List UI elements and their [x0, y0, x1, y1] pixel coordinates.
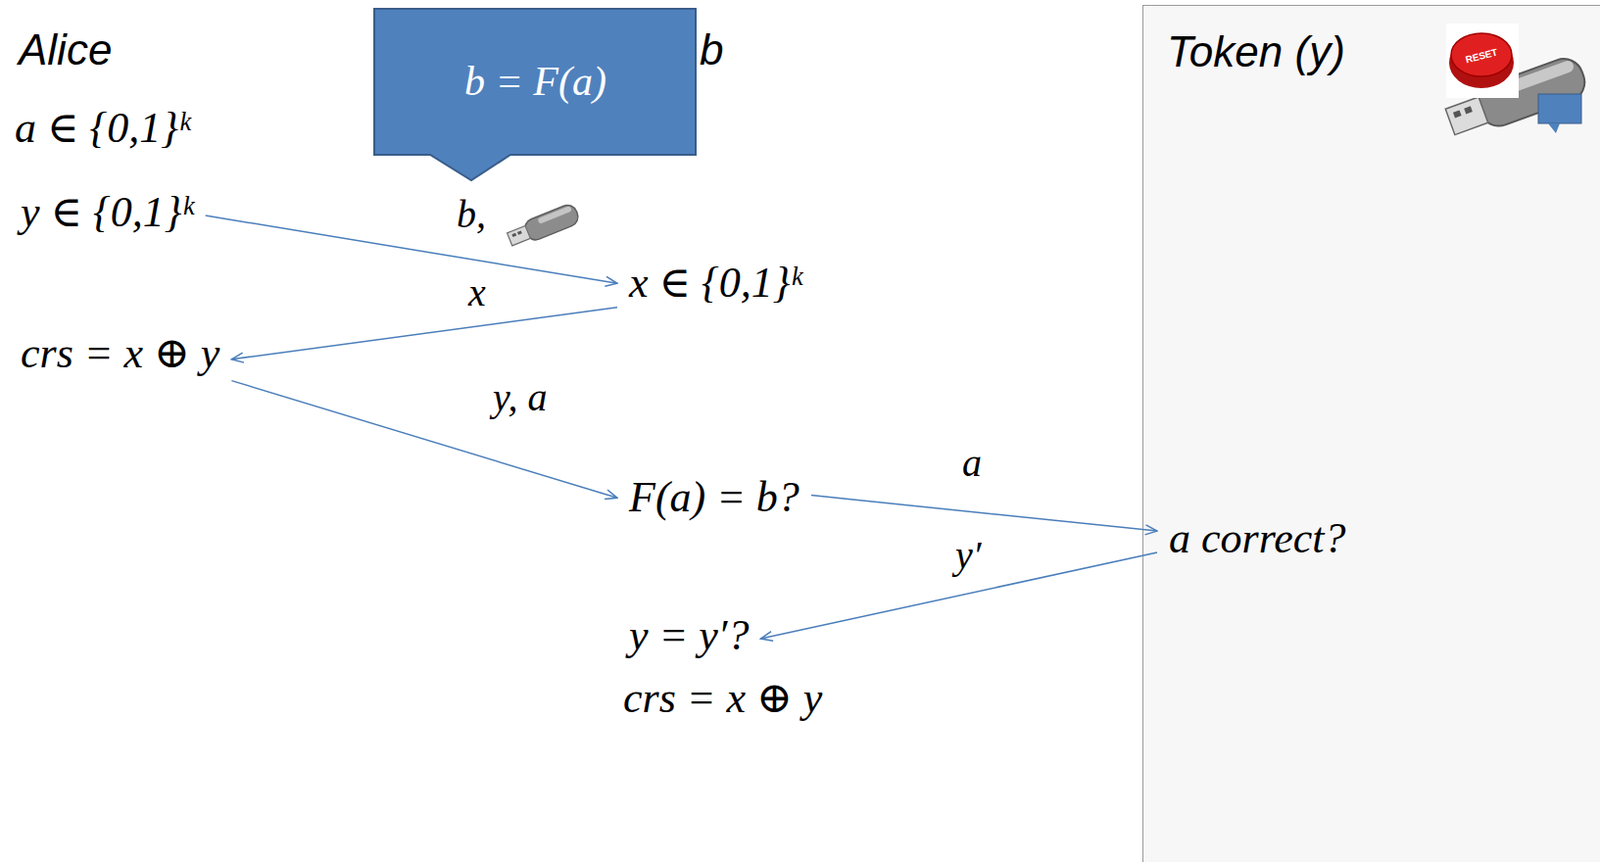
node-text: y = y′?	[629, 611, 749, 662]
callout-box: b = F(a)	[373, 7, 698, 183]
message-text: x ∈ {0,1}ᵏ	[623, 256, 809, 311]
reset-button	[1451, 33, 1512, 77]
message-arrow	[231, 307, 618, 360]
panel-title: Token (y)	[1166, 27, 1346, 78]
check-text: a correct?	[1163, 512, 1352, 567]
node-text: a correct?	[1168, 514, 1346, 565]
usb-plug-hole	[511, 233, 517, 238]
message-arrow	[231, 381, 618, 499]
usb-plug-hole	[1453, 109, 1462, 118]
edge-label: y, a	[492, 375, 548, 421]
message-arrow	[811, 495, 1158, 533]
usb-plug-hole	[1463, 105, 1473, 114]
token-tag	[1538, 94, 1582, 124]
usb-body	[522, 201, 582, 243]
message-arrow	[760, 552, 1158, 639]
node-text: y ∈ {0,1}ᵏ	[20, 188, 194, 239]
node-text: x ∈ {0,1}ᵏ	[629, 258, 803, 309]
node-text: F(a) = b?	[629, 473, 800, 524]
edge-label: x	[468, 270, 486, 316]
party-name: Alice	[18, 25, 112, 76]
callout-outline	[374, 8, 696, 181]
callout-text-holder: b = F(a)	[373, 7, 698, 155]
usb-plug	[1445, 96, 1488, 136]
check-text: y = y′?	[623, 609, 755, 664]
node-text: crs = x ⊕ y	[20, 329, 220, 380]
math-text: crs = x ⊕ y	[623, 674, 823, 725]
check-text: F(a) = b?	[623, 471, 806, 526]
reset-button-ground	[1446, 23, 1519, 98]
token-tag-pointer	[1548, 123, 1560, 134]
usb-plug	[507, 225, 532, 245]
usb-stick-icon	[505, 201, 582, 249]
token-panel: Token (y) a correct?	[1142, 4, 1600, 862]
edge-label: b,	[456, 192, 486, 238]
party-name: b	[699, 25, 724, 76]
edge-label: a	[962, 440, 982, 486]
edge-label: y′	[955, 533, 982, 579]
usb-highlight	[536, 205, 573, 225]
usb-plug-hole	[517, 230, 523, 235]
message-text: crs = x ⊕ y	[14, 327, 226, 382]
message-text: y ∈ {0,1}ᵏ	[14, 186, 200, 241]
node-text: b = F(a)	[464, 57, 607, 105]
math-text: a ∈ {0,1}ᵏ	[14, 103, 191, 154]
